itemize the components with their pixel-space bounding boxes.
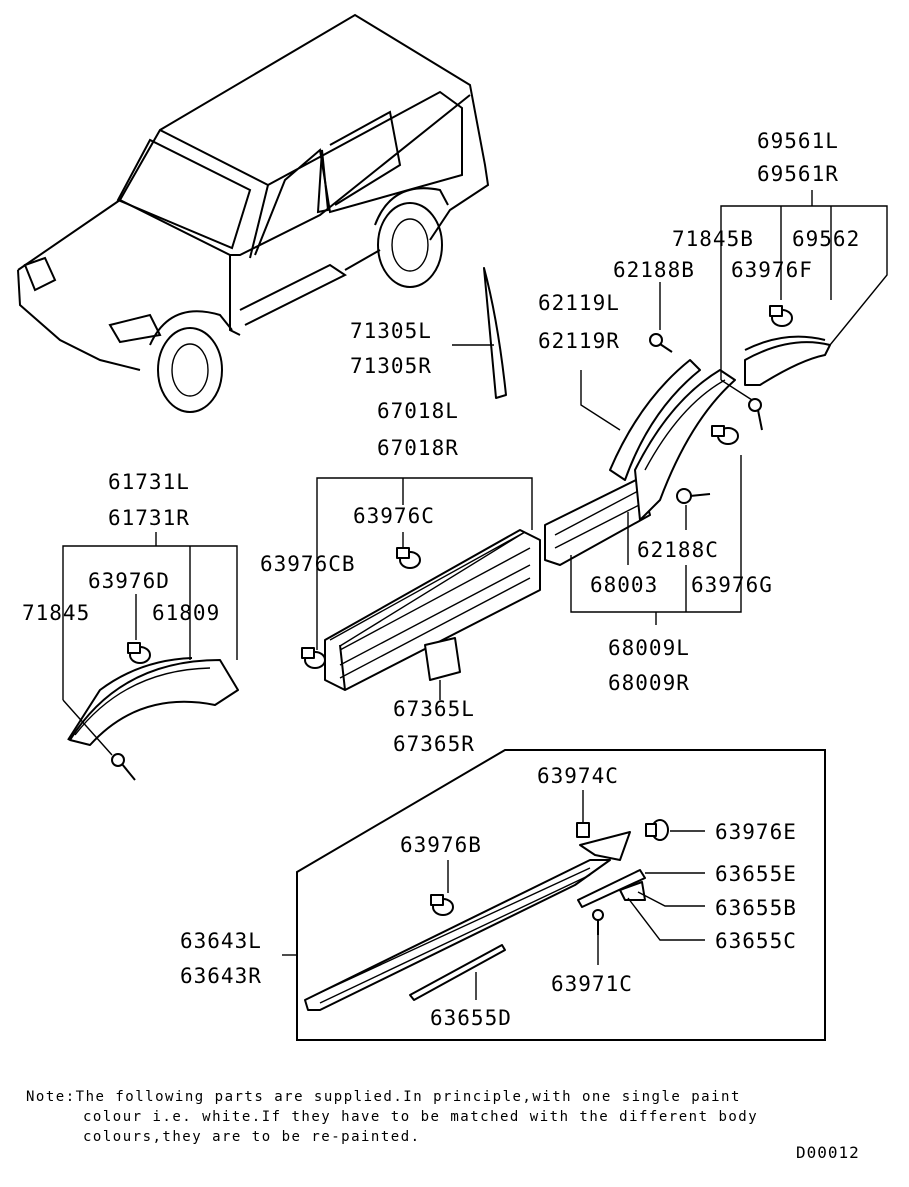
vehicle-illustration [17, 13, 490, 413]
label-68009L: 68009L [608, 636, 690, 660]
label-67365R: 67365R [393, 732, 475, 756]
label-67018L: 67018L [377, 399, 459, 423]
clip-63976D [127, 642, 151, 664]
label-67018R: 67018R [377, 436, 459, 460]
rear-door-molding-68003 [544, 477, 651, 566]
pillar-garnish-71305 [483, 267, 507, 399]
label-63655B: 63655B [715, 896, 797, 920]
label-68003: 68003 [590, 573, 658, 597]
label-62188C: 62188C [637, 538, 719, 562]
label-71845: 71845 [22, 601, 90, 625]
label-68009R: 68009R [608, 671, 690, 695]
label-62188B: 62188B [613, 258, 695, 282]
label-63976D: 63976D [88, 569, 170, 593]
clip-63976G [711, 425, 739, 445]
label-71845B: 71845B [672, 227, 754, 251]
part-labels: 69561L 69561R 71845B 69562 62188B 63976F… [22, 129, 860, 1030]
strip-63655E [577, 869, 646, 908]
screw-71845 [111, 753, 136, 781]
clip-63976E [645, 819, 669, 841]
label-63971C: 63971C [551, 972, 633, 996]
label-69561R: 69561R [757, 162, 839, 186]
label-63655D: 63655D [430, 1006, 512, 1030]
clip-63976CB [301, 647, 326, 669]
label-62119L: 62119L [538, 291, 620, 315]
clip-62188C [676, 488, 711, 504]
clip-63976F [769, 305, 793, 327]
clip-63974C [576, 822, 590, 838]
rear-wheel-arch-69561 [744, 335, 831, 386]
label-69561L: 69561L [757, 129, 839, 153]
label-69562: 69562 [792, 227, 860, 251]
label-62119R: 62119R [538, 329, 620, 353]
clip-63976C [396, 547, 421, 569]
note-line-3: colours,they are to be re-painted. [83, 1129, 421, 1145]
clip-63976B [430, 894, 454, 916]
label-63976C: 63976C [353, 504, 435, 528]
note-line-1: Note:The following parts are supplied.In… [26, 1089, 741, 1105]
screw-63971C [592, 909, 604, 935]
paint-note: Note:The following parts are supplied.In… [26, 1089, 758, 1145]
clip-62188B [649, 333, 673, 353]
label-63655C: 63655C [715, 929, 797, 953]
label-67365L: 67365L [393, 697, 475, 721]
label-63655E: 63655E [715, 862, 797, 886]
label-63643R: 63643R [180, 964, 262, 988]
label-63976G: 63976G [691, 573, 773, 597]
label-71305R: 71305R [350, 354, 432, 378]
side-sill-callout-box [296, 749, 826, 1041]
side-sill-63643 [304, 831, 631, 1011]
label-61731L: 61731L [108, 470, 190, 494]
cap-63655B [619, 881, 646, 901]
screw-71845B [748, 398, 763, 431]
label-63976B: 63976B [400, 833, 482, 857]
front-fender-61731 [67, 642, 239, 781]
plate-67365 [424, 637, 461, 681]
diagram-code: D00012 [796, 1143, 860, 1162]
note-line-2: colour i.e. white.If they have to be mat… [83, 1109, 758, 1125]
label-63976F: 63976F [731, 258, 813, 282]
label-61731R: 61731R [108, 506, 190, 530]
door-molding-67018 [324, 529, 541, 691]
label-71305L: 71305L [350, 319, 432, 343]
label-63976CB: 63976CB [260, 552, 356, 576]
label-63974C: 63974C [537, 764, 619, 788]
label-63976E: 63976E [715, 820, 797, 844]
rear-fender-62119 [609, 359, 736, 521]
label-61809: 61809 [152, 601, 220, 625]
label-63643L: 63643L [180, 929, 262, 953]
strip-63655D [409, 944, 506, 1001]
